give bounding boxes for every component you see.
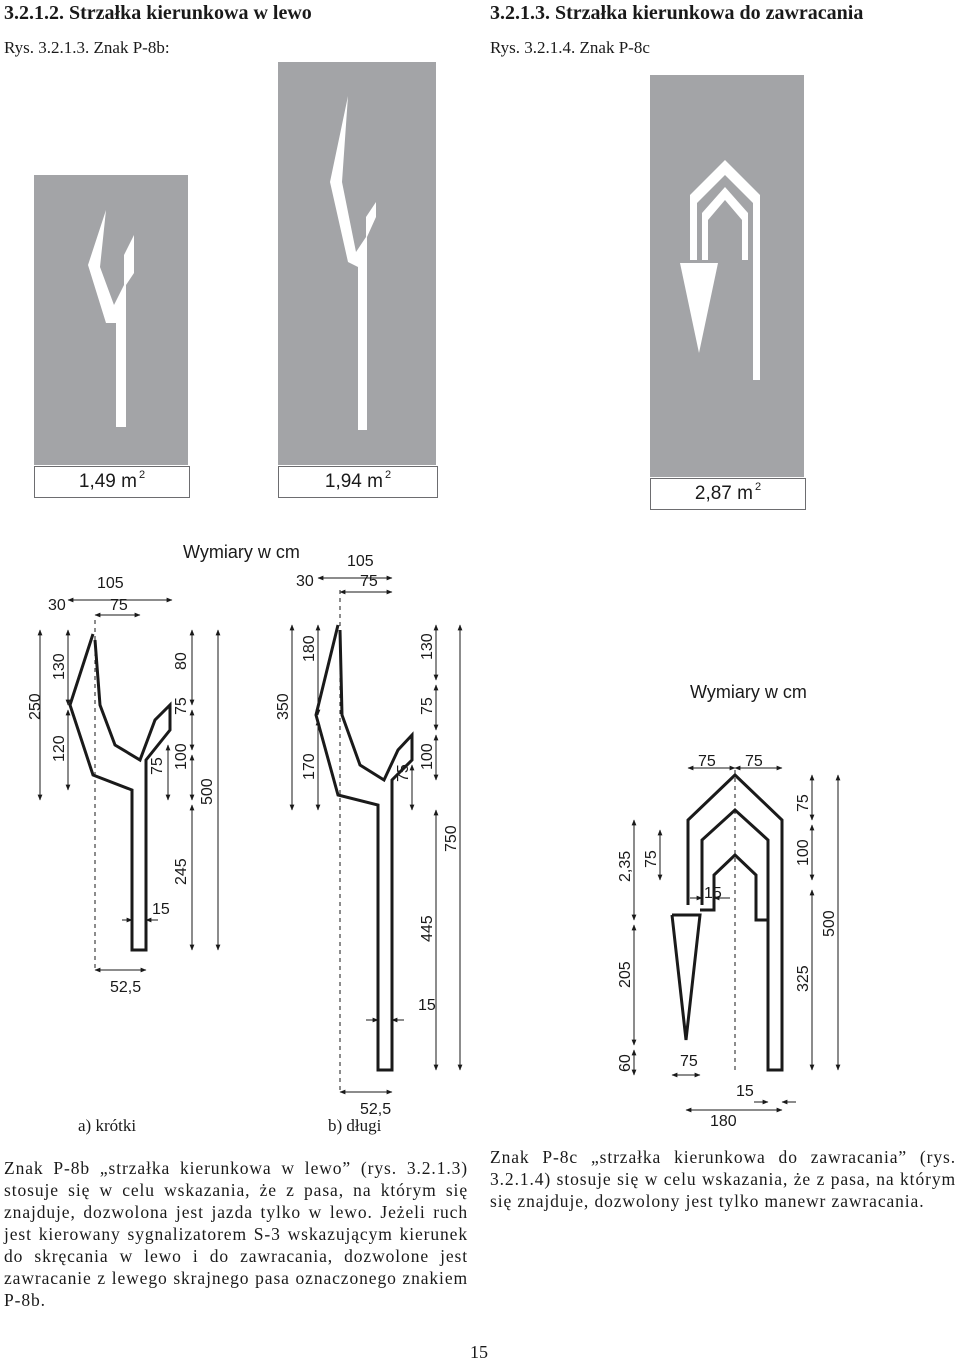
- dimension-label: 75: [643, 850, 660, 868]
- sign-p8b-short-panel: [34, 175, 188, 465]
- arrow-u-turn-icon: [680, 160, 760, 380]
- dimension-label: 75: [680, 1053, 698, 1070]
- dimension-label: 120: [51, 735, 68, 762]
- dimension-label: 325: [795, 965, 812, 992]
- dimension-label: 60: [617, 1054, 634, 1072]
- dimension-label: 15: [418, 997, 436, 1014]
- arrow-left-long-icon: [330, 96, 376, 430]
- right-heading: 3.2.1.3. Strzałka kierunkowa do zawracan…: [490, 2, 864, 24]
- dimension-u-turn-arrow: [631, 765, 841, 1113]
- dimension-label: 100: [795, 839, 812, 866]
- dimension-long-arrow: [289, 575, 463, 1095]
- dimension-label: 245: [173, 858, 190, 885]
- dimension-label: 15: [152, 901, 170, 918]
- dimension-label: 250: [27, 693, 44, 720]
- dimension-label: 500: [821, 910, 838, 937]
- dimension-label: 105: [347, 553, 374, 570]
- sign-p8b-long-panel: [278, 62, 436, 465]
- dimension-label: 2,35: [617, 851, 634, 882]
- dimension-label: 170: [301, 753, 318, 780]
- sign-p8c-panel: [650, 75, 804, 477]
- dimension-label: 180: [301, 635, 318, 662]
- right-paragraph: Znak P-8c „strzałka kierunkowa do zawrac…: [490, 1147, 956, 1211]
- dimension-label: 75: [110, 597, 128, 614]
- dimension-label: 180: [710, 1113, 737, 1130]
- dimension-label: 75: [149, 757, 166, 775]
- dimension-short-arrow: [37, 597, 221, 973]
- dimension-label: 52,5: [110, 979, 141, 996]
- left-heading: 3.2.1.2. Strzałka kierunkowa w lewo: [4, 2, 312, 24]
- dimension-label: 445: [419, 915, 436, 942]
- dimension-label: 75: [698, 753, 716, 770]
- dimension-label: 52,5: [360, 1101, 391, 1118]
- dimension-label: 75: [745, 753, 763, 770]
- right-figure-caption: Rys. 3.2.1.4. Znak P-8c: [490, 38, 650, 57]
- dimension-label: 100: [419, 743, 436, 770]
- dimension-label: 15: [704, 885, 722, 902]
- units-label-left: Wymiary w cm: [183, 542, 300, 562]
- dimension-label: 30: [48, 597, 66, 614]
- dimension-drawings: Wymiary w cm Wymiary w cm 105 30 75 250 …: [27, 542, 841, 1130]
- sublabel-long: b) długi: [328, 1116, 382, 1135]
- dimension-label: 500: [199, 778, 216, 805]
- dimension-label: 80: [173, 652, 190, 670]
- sublabel-short: a) krótki: [78, 1116, 137, 1135]
- dimension-label: 205: [617, 961, 634, 988]
- left-figure-caption: Rys. 3.2.1.3. Znak P-8b:: [4, 38, 170, 57]
- arrow-left-short-icon: [88, 210, 134, 427]
- dimension-label: 130: [419, 633, 436, 660]
- dimension-label: 75: [419, 697, 436, 715]
- dimension-label: 75: [360, 573, 378, 590]
- dimension-label: 75: [795, 794, 812, 812]
- page-number: 15: [470, 1342, 488, 1362]
- dimension-label: 30: [296, 573, 314, 590]
- dimension-label: 100: [173, 743, 190, 770]
- dimension-label: 75: [173, 697, 190, 715]
- left-paragraph: Znak P-8b „strzałka kierunkowa w lewo” (…: [4, 1158, 468, 1310]
- dimension-label: 15: [736, 1083, 754, 1100]
- dimension-label: 750: [443, 825, 460, 852]
- dimension-label: 75: [395, 764, 412, 782]
- dimension-label: 350: [275, 693, 292, 720]
- dimension-label: 105: [97, 575, 124, 592]
- dimension-label: 130: [51, 653, 68, 680]
- units-label-right: Wymiary w cm: [690, 682, 807, 702]
